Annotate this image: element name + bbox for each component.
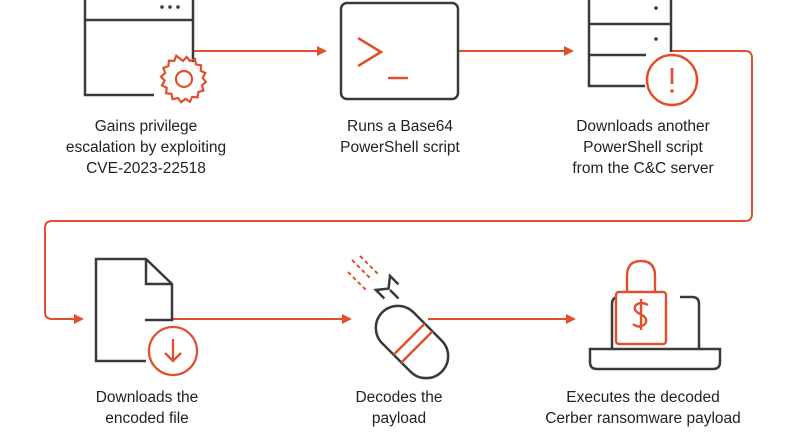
download-icon xyxy=(147,325,199,377)
caption-line: from the C&C server xyxy=(572,160,714,177)
caption-line: Cerber ransomware payload xyxy=(545,410,741,427)
server-alert-icon xyxy=(587,0,699,107)
caption-line: PowerShell script xyxy=(583,139,703,156)
caption-line: Downloads another xyxy=(576,118,710,135)
caption-line: payload xyxy=(371,410,427,427)
caption-line: PowerShell script xyxy=(340,139,460,156)
caption-line: escalation by exploiting xyxy=(65,139,227,156)
padlock-dollar-icon xyxy=(614,259,668,346)
arrow-step3-to-step4 xyxy=(44,50,753,324)
gear-icon xyxy=(159,53,208,104)
step6-caption: Executes the decoded Cerber ransomware p… xyxy=(533,387,753,429)
caption-line: Downloads the xyxy=(95,389,199,406)
bomb-payload-icon xyxy=(347,255,450,380)
step3-caption: Downloads another PowerShell script from… xyxy=(533,116,753,179)
document-download-icon xyxy=(94,257,199,377)
caption-line: CVE-2023-22518 xyxy=(86,160,206,177)
connectors xyxy=(44,46,753,324)
alert-icon xyxy=(645,53,699,107)
terminal-prompt-icon xyxy=(339,1,460,101)
laptop-ransom-lock-icon xyxy=(588,259,722,371)
step1-caption: Gains privilege escalation by exploiting… xyxy=(36,116,256,179)
caption-line: Gains privilege xyxy=(94,118,198,135)
browser-window-gear-icon xyxy=(83,0,208,104)
caption-line: Runs a Base64 xyxy=(347,118,453,135)
step2-caption: Runs a Base64 PowerShell script xyxy=(290,116,510,158)
step5-caption: Decodes the payload xyxy=(289,387,509,429)
caption-line: encoded file xyxy=(105,410,189,427)
caption-line: Executes the decoded xyxy=(566,389,720,406)
step4-caption: Downloads the encoded file xyxy=(37,387,257,429)
caption-line: Decodes the xyxy=(355,389,443,406)
